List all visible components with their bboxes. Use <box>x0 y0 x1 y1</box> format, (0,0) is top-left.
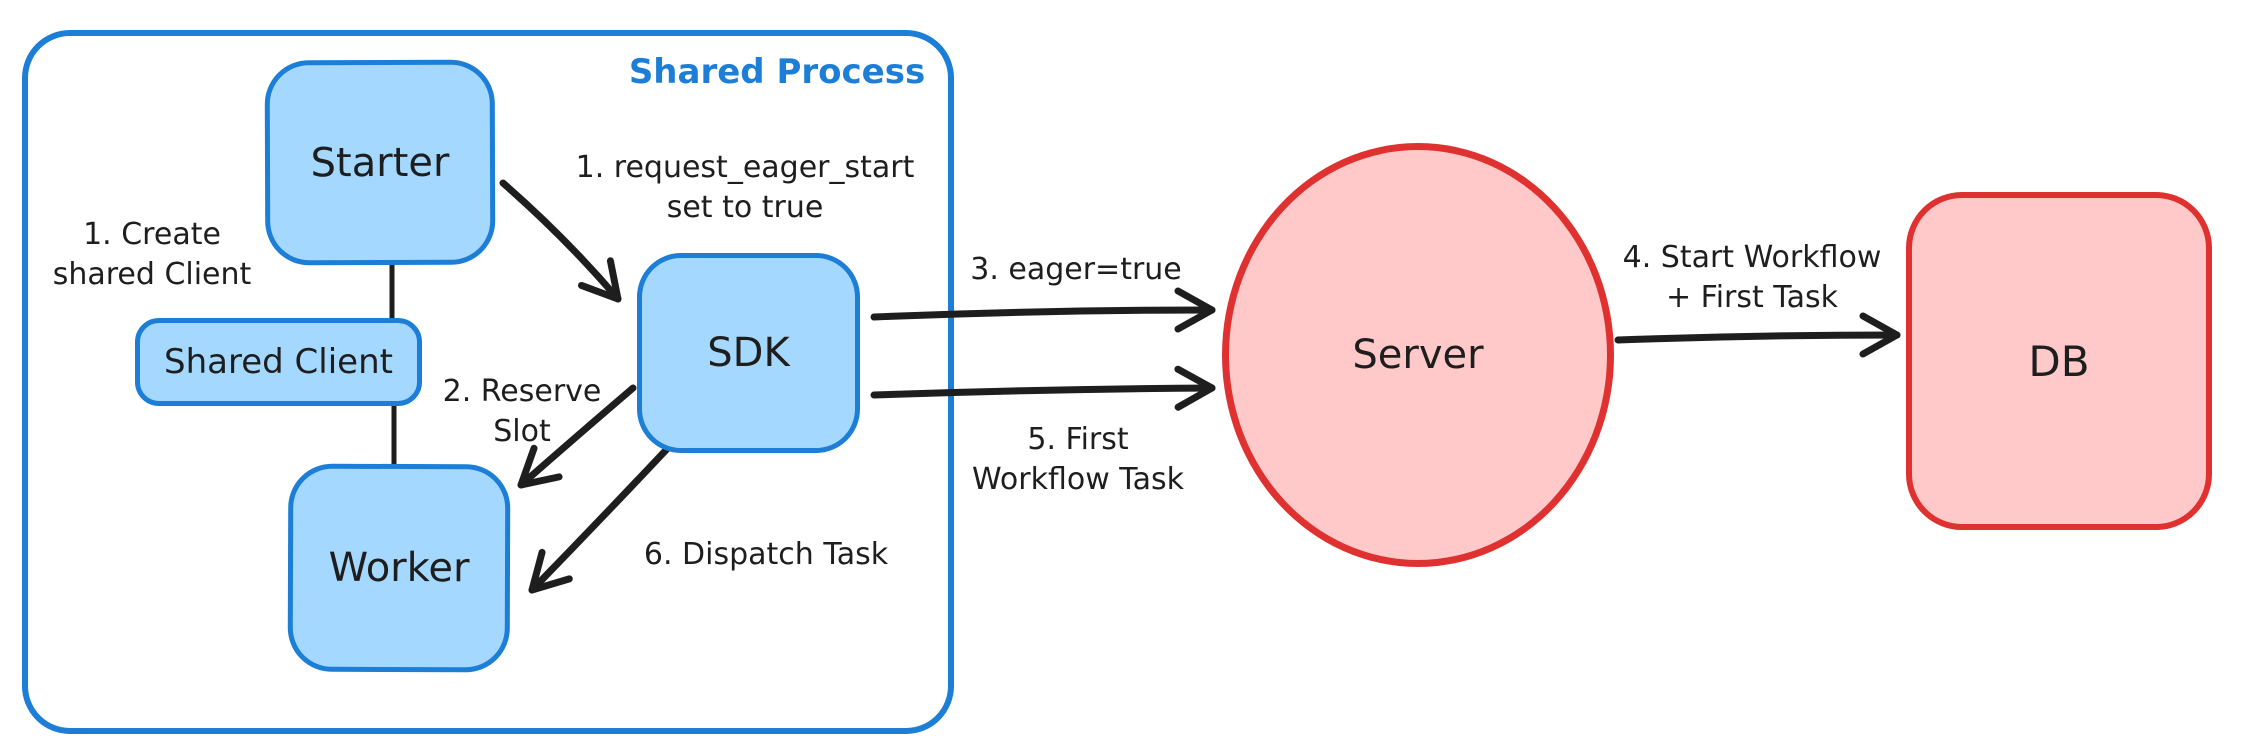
shared-process-group-label: Shared Process <box>628 52 926 92</box>
node-server-label: Server <box>1352 332 1484 378</box>
annotation-line: 2. Reserve <box>442 374 602 409</box>
node-shared-client: Shared Client <box>135 318 422 406</box>
arrow-server-to-db-start-workflow <box>1614 312 1901 358</box>
annotation-line: shared Client <box>52 257 252 292</box>
node-starter: Starter <box>264 59 496 266</box>
annotation-line: Slot <box>493 414 551 449</box>
annotation-line: Workflow Task <box>971 462 1185 497</box>
annotation-dispatch-task: 6. Dispatch Task <box>644 535 888 575</box>
annotation-create-shared-client: 1. Create shared Client <box>53 215 252 295</box>
annotation-line: 1. request_eager_start <box>575 150 915 185</box>
annotation-first-workflow-task: 5. First Workflow Task <box>972 420 1184 500</box>
annotation-line: 5. First <box>1027 422 1129 457</box>
node-worker-label: Worker <box>328 544 470 592</box>
annotation-line: 6. Dispatch Task <box>643 537 889 572</box>
node-sdk-label: SDK <box>707 330 790 376</box>
shared-process-group-box <box>22 30 954 734</box>
annotation-reserve-slot: 2. Reserve Slot <box>443 372 602 452</box>
node-starter-label: Starter <box>310 139 450 186</box>
node-db-label: DB <box>2028 336 2090 386</box>
annotation-request-eager-start: 1. request_eager_start set to true <box>576 148 915 228</box>
annotation-line: 3. eager=true <box>970 252 1182 287</box>
node-server: Server <box>1222 143 1614 567</box>
node-db: DB <box>1906 192 2212 530</box>
annotation-line: 1. Create <box>83 217 221 252</box>
annotation-start-workflow: 4. Start Workflow + First Task <box>1623 238 1882 318</box>
node-shared-client-label: Shared Client <box>164 342 393 382</box>
annotation-eager-true: 3. eager=true <box>970 250 1182 290</box>
annotation-line: set to true <box>666 190 824 225</box>
node-sdk: SDK <box>637 253 860 453</box>
annotation-line: + First Task <box>1665 280 1839 315</box>
annotation-line: 4. Start Workflow <box>1622 240 1882 275</box>
node-worker: Worker <box>287 463 511 673</box>
